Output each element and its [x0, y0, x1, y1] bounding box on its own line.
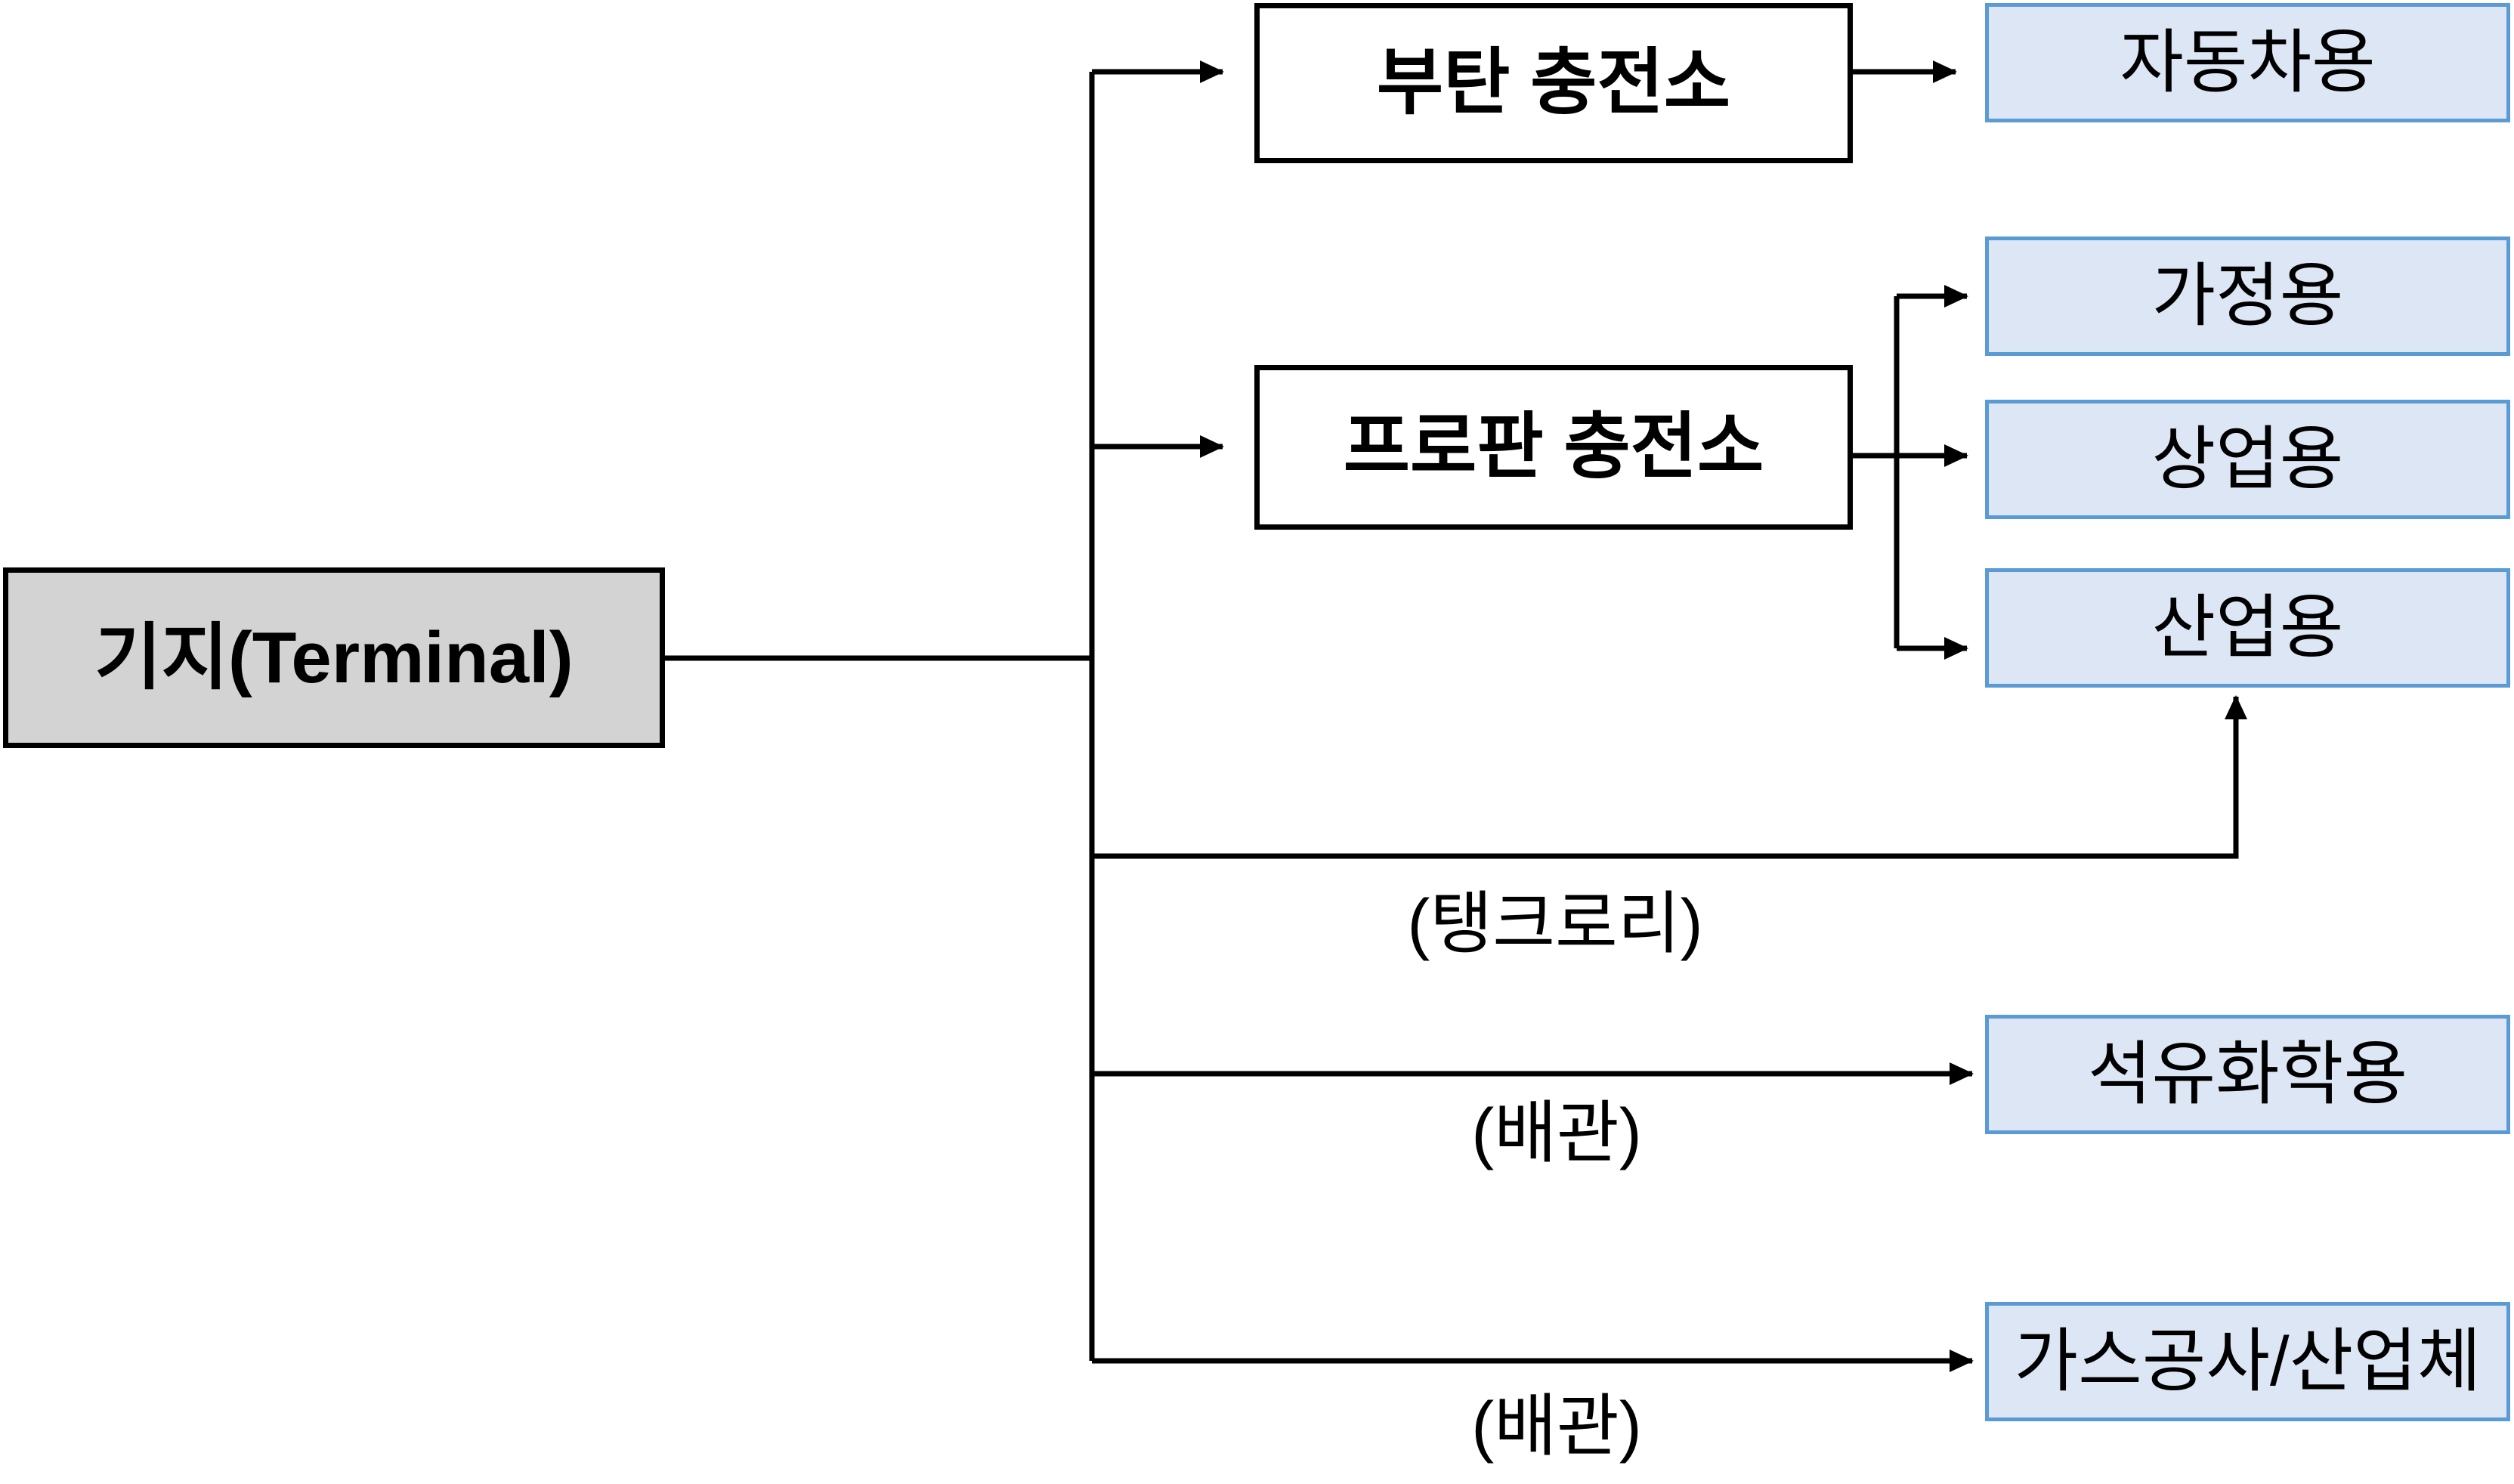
butane-station-box: 부탄 충전소: [1254, 3, 1853, 163]
use-box-gascorp: 가스공사/산업체: [1985, 1302, 2510, 1421]
propane-station-box: 프로판 충전소: [1254, 365, 1853, 530]
use-box-automotive: 자동차용: [1985, 3, 2510, 122]
edge-label-pipe-gascorp: (배관): [1471, 1389, 1642, 1464]
edge-label-tanklorry: (탱크로리): [1407, 886, 1703, 962]
use-box-industrial: 산업용: [1985, 568, 2510, 688]
edge-label-pipe-petrochemical: (배관): [1471, 1096, 1642, 1171]
use-box-household: 가정용: [1985, 237, 2510, 356]
use-box-petrochemical: 석유화학용: [1985, 1015, 2510, 1134]
connector-tanklorry-to-industrial-arrow: [1092, 695, 2247, 859]
use-box-commercial: 상업용: [1985, 400, 2510, 519]
terminal-box: 기지(Terminal): [3, 567, 665, 748]
